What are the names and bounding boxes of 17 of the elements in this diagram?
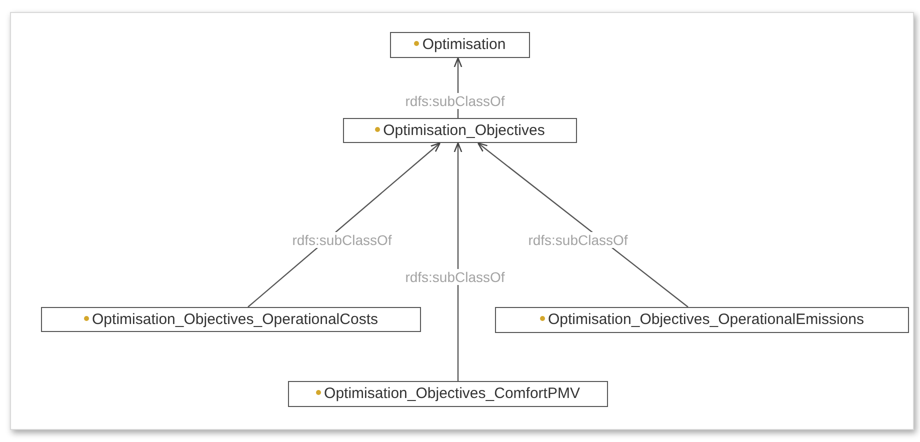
- class-name: Optimisation: [422, 36, 506, 54]
- class-box: [495, 307, 909, 333]
- edge-label: rdfs:subClassOf: [291, 232, 393, 248]
- class-name: Optimisation_Objectives_OperationalEmissions: [548, 311, 864, 329]
- class-box: [343, 118, 577, 143]
- edge-label: rdfs:subClassOf: [527, 232, 629, 248]
- class-name: Optimisation_Objectives_ComfortPMV: [324, 385, 580, 403]
- class-name: Optimisation_Objectives: [383, 122, 545, 140]
- arrow: [477, 142, 688, 308]
- class-name: Optimisation_Objectives_OperationalCosts: [92, 310, 378, 328]
- arrow: [248, 142, 441, 308]
- arrow: [454, 142, 462, 381]
- class-box: [390, 32, 530, 58]
- edge-label: rdfs:subClassOf: [404, 93, 506, 109]
- edge-label: rdfs:subClassOf: [404, 269, 506, 285]
- class-box: [41, 307, 421, 332]
- class-box: [288, 381, 608, 407]
